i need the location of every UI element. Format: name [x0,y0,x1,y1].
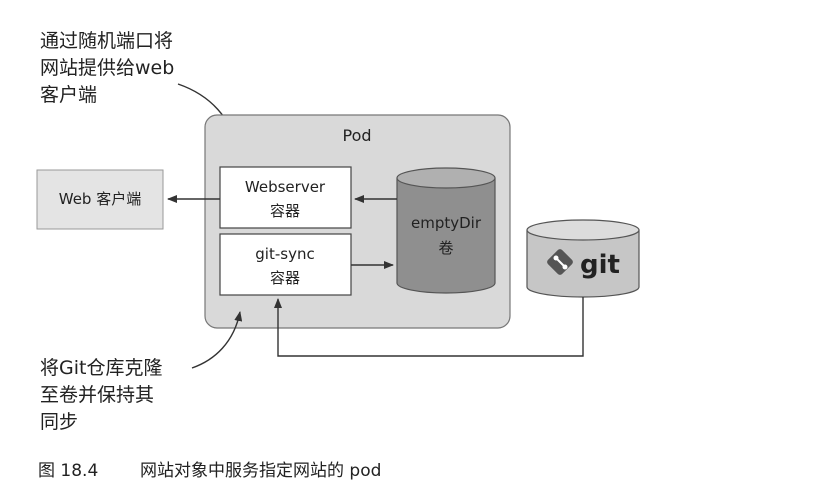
git-repository [526,219,640,298]
git-logo-icon [547,249,573,275]
arrow-git-to-gitsync [274,297,584,357]
caption-text: 网站对象中服务指定网站的 pod [140,461,381,481]
gitsync-type: 容器 [270,269,300,287]
pod-label: Pod [342,126,371,145]
webserver-name: Webserver [245,178,326,196]
git-logo-text: git [580,250,620,280]
volume-type: 卷 [438,239,453,257]
webserver-type: 容器 [270,202,300,220]
web-client-box [36,169,164,230]
annotation-top-line-1: 通过随机端口将 [40,30,173,52]
volume-name: emptyDir [411,214,482,232]
web-client-label: Web 客户端 [59,190,141,208]
annotation-bottom-line-3: 同步 [40,411,78,433]
caption-number: 图 18.4 [38,461,98,481]
webserver-container-box [219,166,352,229]
annotation-top-line-3: 客户端 [40,84,97,106]
annotation-bottom-line-2: 至卷并保持其 [40,384,154,406]
gitsync-name: git-sync [255,245,314,263]
annotation-top-line-2: 网站提供给web [40,57,174,79]
gitsync-container-box [219,233,352,296]
annotation-bottom-pointer [191,311,243,369]
annotation-bottom-line-1: 将Git仓库克隆 [40,357,162,379]
emptydir-volume [396,167,496,294]
